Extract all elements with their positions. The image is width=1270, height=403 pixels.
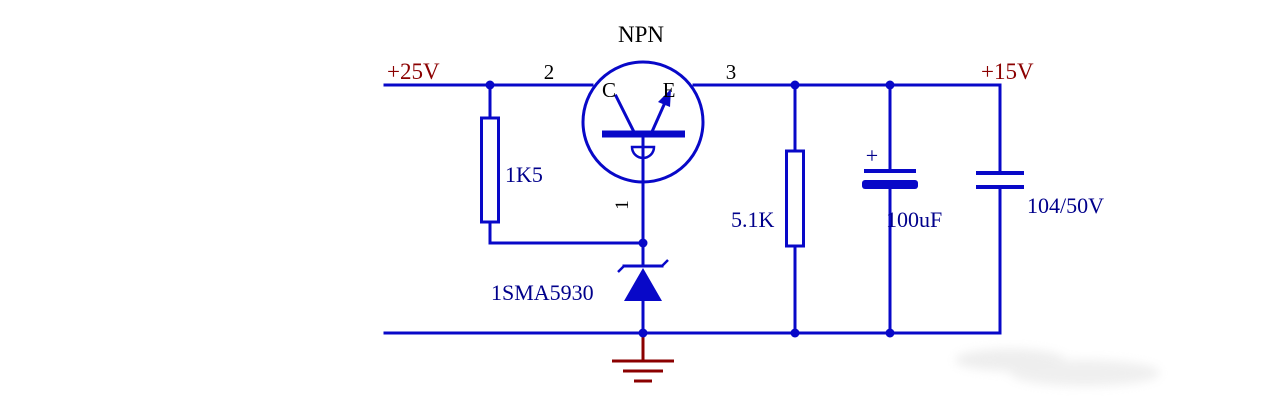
transistor-type-label: NPN (618, 22, 664, 47)
capacitor-c1-value: 100uF (886, 207, 942, 232)
resistor-r2-branch: 5.1K (731, 83, 805, 335)
junction-dot (885, 328, 895, 338)
capacitor-c2-value: 104/50V (1027, 193, 1104, 218)
junction-dot (638, 328, 648, 338)
resistor-r2-value: 5.1K (731, 207, 775, 232)
zener-part-number: 1SMA5930 (491, 280, 594, 305)
zener-anode-triangle (624, 268, 662, 301)
collector-lead (613, 93, 638, 137)
capacitor-c1-polarity: + (866, 143, 878, 168)
junction-dot (790, 80, 800, 90)
pin-number-base: 1 (612, 200, 633, 210)
resistor-r1-value: 1K5 (505, 162, 543, 187)
junction-dot (885, 80, 895, 90)
zener-wing-right (661, 259, 669, 267)
emitter-label: E (663, 78, 676, 102)
resistor-r2-body (785, 149, 805, 248)
resistor-r1-branch: 1K5 (480, 83, 645, 245)
ground-symbol (612, 333, 674, 383)
emitter-arrow-icon (658, 89, 671, 107)
capacitor-c1-branch: + 100uF (862, 83, 942, 335)
zener-diode-branch: 1SMA5930 (491, 241, 669, 335)
capacitor-c2-branch: 104/50V (976, 83, 1104, 335)
net-number-2: 2 (544, 60, 555, 84)
net-number-3: 3 (726, 60, 737, 84)
collector-label: C (602, 78, 616, 102)
capacitor-c1-bottom-plate (862, 180, 918, 189)
junction-dots (485, 80, 895, 338)
input-voltage-label: +25V (387, 59, 440, 84)
transistor-npn: 1 (581, 60, 705, 245)
smudge-shape (1010, 360, 1160, 386)
junction-dot (638, 238, 648, 248)
junction-dot (790, 328, 800, 338)
junction-dot (485, 80, 495, 90)
watermark-smudge (955, 349, 1160, 386)
output-voltage-label: +15V (981, 59, 1034, 84)
zener-wing-left (617, 265, 625, 273)
resistor-r1-body (480, 116, 500, 224)
